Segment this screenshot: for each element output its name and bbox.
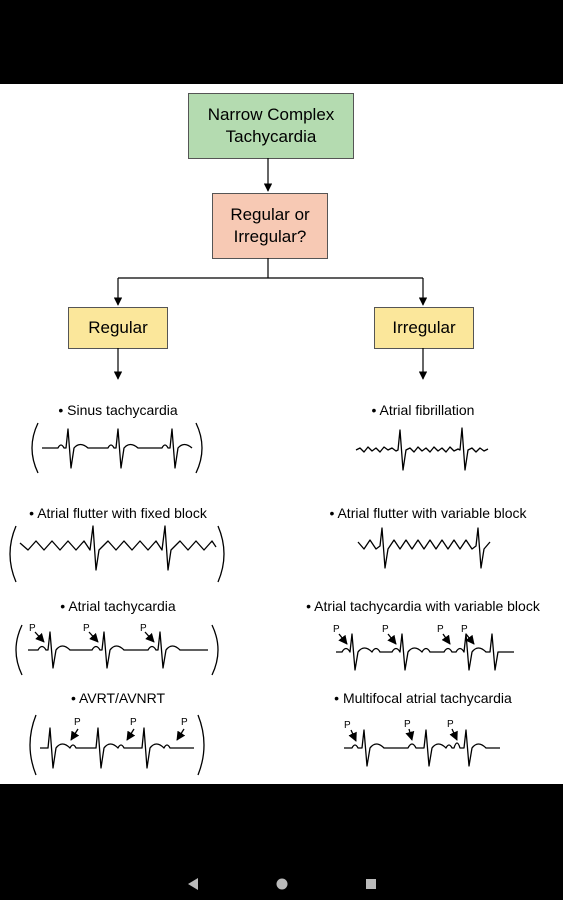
bracket-right-flutter: [217, 525, 225, 583]
p-arrow-atv-1: [338, 633, 348, 645]
p-arrow-avrt-2: [126, 728, 136, 741]
home-icon[interactable]: [275, 877, 289, 891]
bracket-right-sinus: [195, 422, 203, 474]
ecg-atrial-tachycardia: [28, 631, 208, 669]
ecg-atrial-flutter-fixed: [19, 525, 217, 571]
irregular-node: Irregular: [374, 307, 474, 349]
p-arrow-mat-1: [348, 729, 357, 742]
p-arrow-atv-2: [387, 633, 397, 645]
bracket-left-atrial-tach: [15, 624, 23, 676]
bracket-left-sinus: [31, 422, 39, 474]
question-node: Regular or Irregular?: [212, 193, 328, 259]
p-label: P: [461, 624, 468, 635]
bracket-left-flutter: [9, 525, 17, 583]
p-label: P: [344, 720, 351, 731]
android-nav-bar: [0, 850, 563, 900]
p-arrow-atv-4: [465, 633, 475, 645]
ecg-atrial-fibrillation: [355, 427, 489, 471]
p-label: P: [140, 623, 147, 634]
p-label: P: [333, 624, 340, 635]
p-arrow-atv-3: [441, 633, 451, 645]
label-sinus-tachycardia: • Sinus tachycardia: [58, 402, 178, 418]
p-label: P: [404, 719, 411, 730]
ecg-avrt-avnrt: [40, 727, 194, 769]
ecg-multifocal-atrial-tach: [344, 729, 500, 767]
label-atrial-fibrillation: • Atrial fibrillation: [371, 402, 475, 418]
p-arrow-at-1: [34, 631, 45, 643]
p-label: P: [437, 624, 444, 635]
diagram-canvas: Narrow Complex Tachycardia Regular or Ir…: [0, 84, 563, 784]
root-node: Narrow Complex Tachycardia: [188, 93, 354, 159]
p-arrow-mat-3: [449, 728, 458, 741]
label-atrial-tachycardia: • Atrial tachycardia: [60, 598, 176, 614]
p-label: P: [447, 719, 454, 730]
regular-node: Regular: [68, 307, 168, 349]
label-multifocal-atrial-tach: • Multifocal atrial tachycardia: [334, 690, 512, 706]
bracket-left-avrt: [29, 714, 37, 776]
bracket-right-atrial-tach: [211, 624, 219, 676]
label-atrial-flutter-fixed: • Atrial flutter with fixed block: [29, 505, 207, 521]
bracket-right-avrt: [197, 714, 205, 776]
p-label: P: [181, 717, 188, 728]
p-label: P: [29, 623, 36, 634]
connectors: P P P P P P P P P P P P P: [9, 158, 514, 776]
p-label: P: [130, 717, 137, 728]
p-label: P: [83, 623, 90, 634]
ecg-atrial-flutter-variable: [357, 527, 491, 569]
label-atrial-tach-variable: • Atrial tachycardia with variable block: [306, 598, 540, 614]
p-arrow-at-2: [88, 631, 99, 643]
ecg-sinus-tachycardia: [42, 428, 193, 469]
label-avrt-avnrt: • AVRT/AVNRT: [70, 690, 166, 706]
label-atrial-flutter-variable: • Atrial flutter with variable block: [329, 505, 527, 521]
p-label: P: [74, 717, 81, 728]
back-icon[interactable]: [186, 877, 200, 891]
recents-icon[interactable]: [364, 877, 378, 891]
p-label: P: [382, 624, 389, 635]
ecg-atrial-tach-variable: [336, 633, 514, 671]
p-arrow-avrt-3: [176, 728, 186, 741]
p-arrow-mat-2: [405, 728, 415, 741]
p-arrow-avrt-1: [70, 728, 80, 741]
p-arrow-at-3: [144, 631, 155, 643]
